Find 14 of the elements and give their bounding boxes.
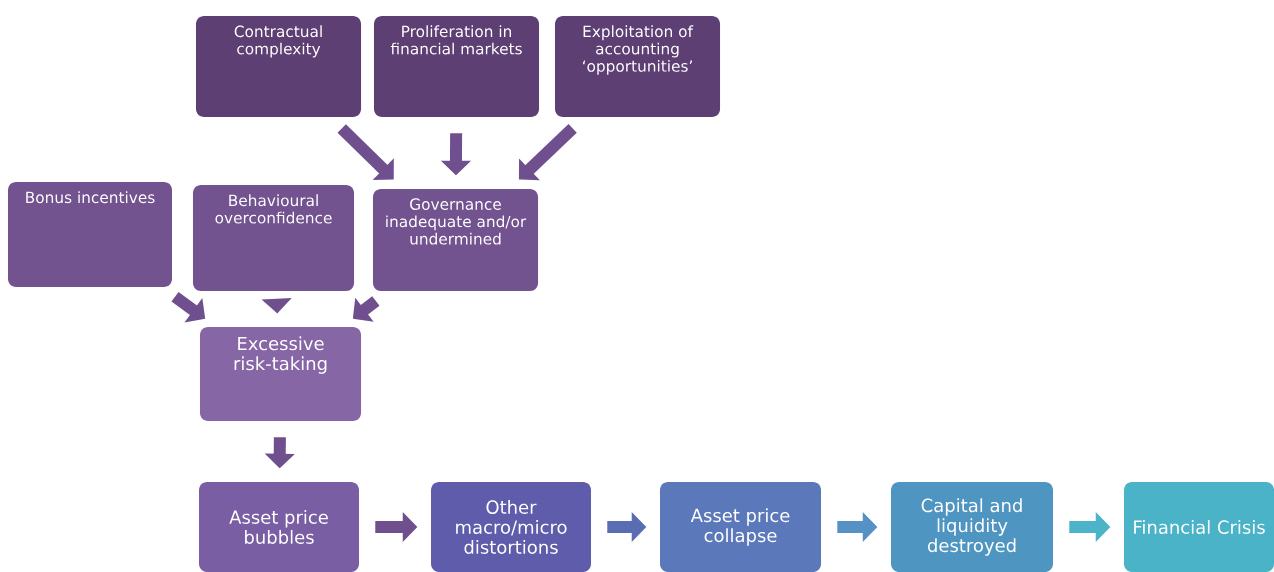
process-box: Proliferation in financial markets	[373, 15, 540, 118]
process-box: Asset price collapse	[660, 482, 822, 572]
process-box: Behavioural overconfidence	[192, 185, 355, 291]
block-arrow	[337, 124, 394, 180]
block-arrow	[518, 124, 577, 181]
process-box: Contractual complexity	[195, 15, 362, 118]
process-box: Governance inadequate and/or undermined	[372, 189, 539, 291]
process-box: Capital and liquidity destroyed	[891, 482, 1053, 572]
process-box: Excessive risk-taking	[199, 327, 362, 421]
process-box: Bonus incentives	[8, 181, 172, 288]
process-box: Asset price bubbles	[199, 482, 359, 572]
process-box: Other macro/micro distortions	[431, 482, 591, 572]
process-box: Financial Crisis	[1124, 482, 1274, 572]
process-box: Exploitation of accounting ‘opportunities’	[555, 15, 721, 118]
